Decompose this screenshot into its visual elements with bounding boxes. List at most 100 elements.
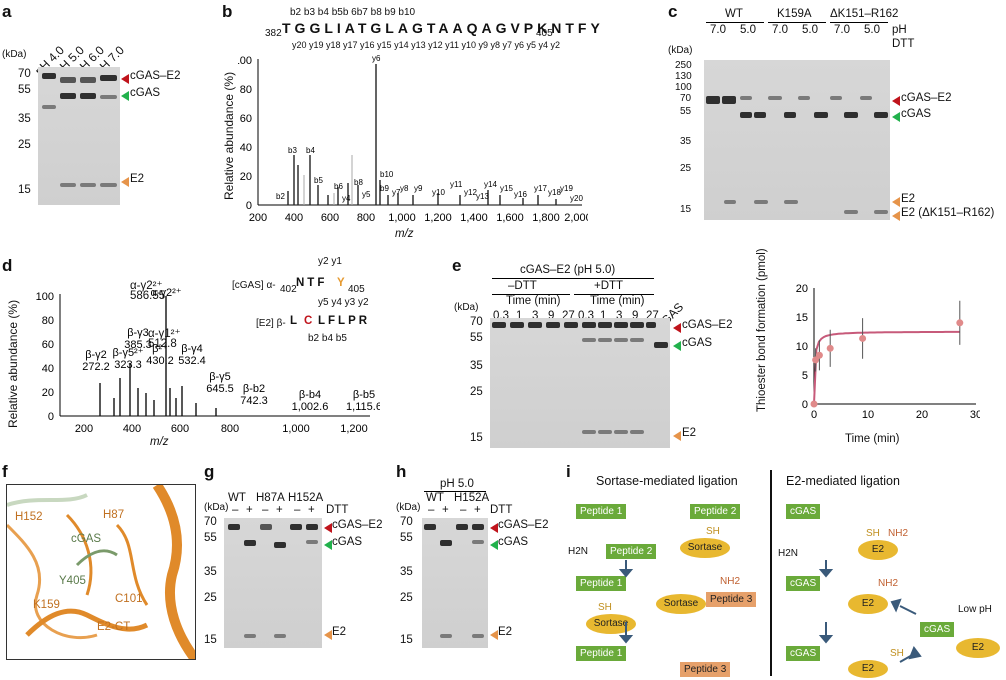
panel-b-xtick: 1,600 [496,212,524,224]
panel-b-xtick: 1,000 [388,212,416,224]
panel-b-ytick: 20 [240,171,252,183]
panel-d-peak-label: β-γ5 [209,371,231,383]
panel-d-ylabel: Relative abundance (%) [6,299,20,428]
panel-d-xlabel: m/z [150,436,169,448]
panel-a-marker-25: 25 [18,139,31,151]
panel-d-alpha-prefix: [cGAS] α- [232,280,276,291]
panel-a-e2-label: E2 [130,173,145,185]
panel-b-y-ions: y20 y19 y18 y17 y16 y15 y14 y13 y12 y11 … [292,40,560,50]
panel-b-peak: y8 [400,184,409,193]
panel-a-letter: a [2,2,12,21]
panel-e-t: 1 [516,310,523,322]
panel-d-alpha-start: 402 [280,284,297,295]
panel-b-xtick: 400 [285,212,303,224]
panel-d-peak-label: β-γ5²⁺ [112,347,143,359]
panel-a-marker-35: 35 [18,113,31,125]
panel-e-time-2: Time (min) [590,295,645,307]
panel-c-marker: 130 [675,71,692,82]
panel-d-alpha-seq: NTF [296,277,328,289]
panel-c-gel [704,60,890,220]
panel-d-peak-value: 532.4 [178,355,206,367]
panel-b-peak: y19 [560,184,573,193]
panel-i-peptide1b: Peptide 1 [576,576,627,591]
panel-c-dtt-label: DTT [892,38,915,50]
panel-f-c101: C101 [115,593,143,605]
panel-g-marker: 15 [204,634,217,646]
panel-d-beta-c: C [304,315,313,327]
panel-e-t: 3 [532,310,539,322]
panel-b-peak: y9 [414,184,423,193]
panel-e-t: 9 [548,310,555,322]
panel-h-h152a: H152A [454,492,490,504]
panel-i-peptide2b: Peptide 2 [606,544,657,559]
panel-b-spectrum: 0 20 40 60 80 100 200 400 600 800 1,000 … [238,55,588,224]
panel-c-marker: 100 [675,82,692,93]
panel-c-conj-label: cGAS–E2 [901,92,952,104]
panel-h-minus: – [428,504,435,516]
panel-h-marker: 70 [400,516,413,528]
panel-b-peak: y15 [500,184,513,193]
panel-i-e2-c: E2 [956,638,1000,658]
e-chart-point [815,351,823,359]
e-chart-xtick: 30 [970,409,980,421]
panel-d-peak-label: β-b2 [243,383,265,395]
panel-h-ph: pH 5.0 [440,478,474,490]
orange-arrow-icon [324,630,332,640]
e-chart-xtick: 0 [811,409,817,421]
red-arrow-icon [324,523,332,533]
panel-h-letter: h [396,462,407,481]
panel-d-xtick: 400 [123,423,141,435]
panel-i-sh-r: SH [866,528,880,539]
panel-e-unit: (kDa) [454,302,479,313]
panel-h-minus: – [460,504,467,516]
panel-i-sortase: Sortase [680,538,730,558]
panel-i-peptide3b: Peptide 3 [680,662,731,677]
panel-i-h2n: H2N [568,546,589,557]
panel-e-marker: 25 [470,386,483,398]
e-chart-point [810,400,818,408]
panel-a-cgas-label: cGAS [130,87,161,99]
orange-arrow-icon [673,431,681,441]
panel-h-plus: + [474,504,481,516]
panel-e-t: 9 [632,310,639,322]
panel-i-cgas-c: cGAS [920,622,955,637]
panel-b-seq-start: 382 [265,28,282,39]
panel-i-right-title: E2-mediated ligation [786,474,900,488]
panel-b-peak: y14 [484,180,497,189]
panel-d-peak-value: 1,002.6 [292,401,329,413]
panel-i-arrows [618,560,922,663]
panel-h-plus: + [442,504,449,516]
panel-h-e2-label: E2 [498,626,513,638]
panel-d-ytick: 100 [36,291,54,303]
e-chart-xtick: 20 [916,409,928,421]
panel-d-beta-prefix: [E2] β- [256,318,286,329]
panel-h-dtt: DTT [490,504,513,516]
panel-g-cgas-label: cGAS [332,536,363,548]
panel-i-h2n-r: H2N [778,548,799,559]
panel-g-e2-label: E2 [332,626,347,638]
panel-d-xtick: 1,000 [282,423,310,435]
e-chart-point [859,334,867,342]
panel-f-h87: H87 [103,509,125,521]
panel-b-seq-end: 405 [536,28,553,39]
panel-i-peptide1c: Peptide 1 [576,646,627,661]
panel-b-xtick: 1,400 [460,212,488,224]
panel-i-low-ph: Low pH [958,604,992,615]
panel-g-marker: 35 [204,566,217,578]
panel-h-conj-label: cGAS–E2 [498,519,549,531]
panel-e-marker: 55 [470,332,483,344]
panel-h-wt: WT [426,492,444,504]
panel-e-marker: 15 [470,432,483,444]
panel-d-alpha-value: 586.55 [130,290,166,302]
panel-c-marker: 55 [680,106,692,117]
panel-d-ytick: 80 [42,315,54,327]
panel-i-peptide1: Peptide 1 [576,504,627,519]
panel-i-divider [770,470,772,676]
panel-b-peak: y6 [372,55,381,63]
panel-b-peak: y17 [534,184,547,193]
panel-i-nh2-rb: NH2 [878,578,899,589]
panel-a-marker-70: 70 [18,68,31,80]
e-chart-point [956,319,964,327]
panel-b-peak: y10 [432,188,445,197]
panel-d-beta-rest: LFLPR [318,315,371,327]
